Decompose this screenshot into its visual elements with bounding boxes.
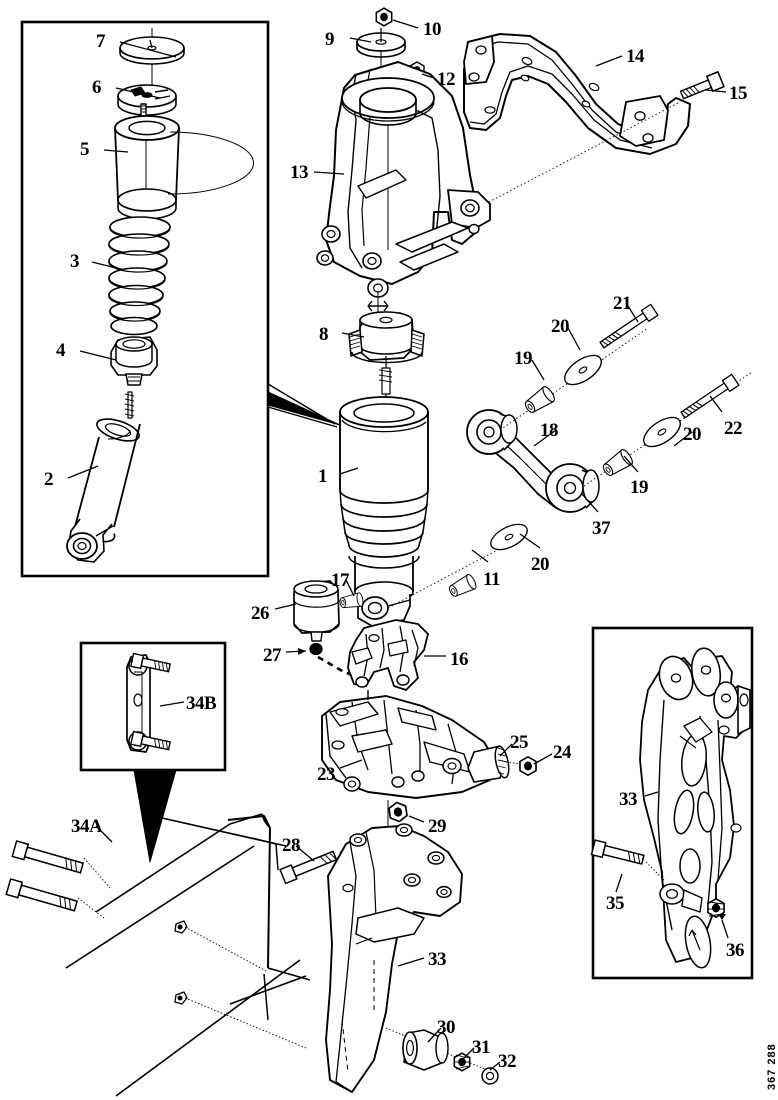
callout-6: 6 <box>92 77 102 98</box>
callout-33-inset: 33 <box>619 789 638 810</box>
callout-9: 9 <box>325 29 335 50</box>
bolts-34a <box>5 840 111 919</box>
callout-7: 7 <box>96 31 106 52</box>
subframe-rails <box>65 813 311 1097</box>
air-spring-strut-1 <box>339 396 429 627</box>
callout-leader-lines <box>67 19 729 1071</box>
callout-10: 10 <box>423 19 442 40</box>
callout-17: 17 <box>331 570 350 591</box>
callout-28: 28 <box>282 835 301 856</box>
callout-32: 32 <box>498 1051 517 1072</box>
callout-15: 15 <box>729 83 748 104</box>
callout-34b: 34B <box>186 693 217 714</box>
callout-1: 1 <box>318 466 328 487</box>
link-bracket-16 <box>347 619 429 691</box>
callout-21: 21 <box>613 293 632 314</box>
reference-code: 367 288 <box>766 1043 778 1090</box>
control-arm-18 <box>466 303 753 513</box>
lower-bracket-23 <box>321 690 537 856</box>
callout-4: 4 <box>56 340 66 361</box>
callout-26: 26 <box>251 603 270 624</box>
callout-12: 12 <box>437 69 456 90</box>
callout-5: 5 <box>80 139 90 160</box>
callout-16: 16 <box>450 649 469 670</box>
callout-25: 25 <box>510 732 529 753</box>
callout-31: 31 <box>472 1037 491 1058</box>
callout-33-main: 33 <box>428 949 447 970</box>
callout-23: 23 <box>317 764 336 785</box>
callout-2: 2 <box>44 469 54 490</box>
callout-3: 3 <box>70 251 80 272</box>
callout-22: 22 <box>724 418 743 439</box>
knuckle-33-inset <box>590 647 751 969</box>
callout-14: 14 <box>626 46 645 67</box>
callout-37: 37 <box>592 518 611 539</box>
callout-11: 11 <box>483 569 500 590</box>
callout-8: 8 <box>319 324 329 345</box>
link-34b <box>119 652 177 863</box>
callout-18: 18 <box>540 420 559 441</box>
callout-29: 29 <box>428 816 447 837</box>
callout-13: 13 <box>290 162 309 183</box>
bump-stop-26 <box>293 580 367 682</box>
shock-absorber-assembly <box>66 28 255 563</box>
callout-36: 36 <box>726 940 745 961</box>
inset-pointer-arrow <box>267 380 341 428</box>
callout-20-lower: 20 <box>531 554 550 575</box>
callout-19-lower: 19 <box>630 477 649 498</box>
callout-19-upper: 19 <box>514 348 533 369</box>
leader-arrowheads <box>298 648 726 920</box>
strut-bush-hardware <box>387 518 532 609</box>
callout-27: 27 <box>263 645 282 666</box>
hub-carrier-assembly <box>316 7 491 312</box>
strut-mount-8 <box>348 311 425 420</box>
callout-24: 24 <box>553 742 572 763</box>
callout-30: 30 <box>437 1017 456 1038</box>
callout-20-right: 20 <box>683 424 702 445</box>
upper-bracket-14 <box>463 33 725 204</box>
callout-35: 35 <box>606 893 625 914</box>
knuckle-33-main <box>279 823 499 1093</box>
callout-34a: 34A <box>71 816 103 837</box>
callout-20-upper: 20 <box>551 316 570 337</box>
